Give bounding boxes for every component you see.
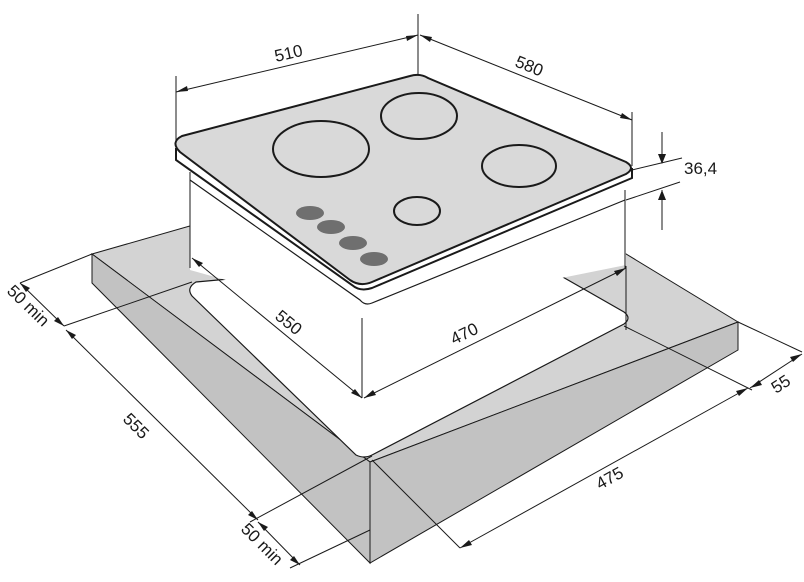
dim-364-arrow-top: [658, 154, 666, 164]
burner-rear-left: [272, 120, 370, 178]
dim-470-arrow-right: [614, 268, 626, 276]
dim-475-ext-right: [623, 325, 753, 391]
dim-364-ext-top: [631, 157, 683, 171]
label-worktop-depth: 555: [119, 409, 152, 442]
dimension-lines: [19, 14, 803, 569]
dim-555-ext-bottom: [249, 455, 373, 523]
dim-364-arrow-bottom: [658, 190, 666, 200]
worktop-front-face: [369, 321, 739, 564]
dim-550-arrow-bottom: [351, 389, 362, 398]
burner-front-left: [393, 196, 441, 226]
label-worktop-width: 475: [593, 463, 627, 493]
dim-55-arrow-1: [750, 380, 762, 388]
dim-510-arrow-right: [406, 35, 418, 41]
dim-50min-front-arrow-2: [290, 556, 300, 565]
dim-580-line: [419, 34, 633, 121]
dim-50min-front-ext: [289, 529, 371, 569]
burner-rear-right: [380, 92, 458, 140]
label-side-margin: 55: [768, 371, 794, 397]
burner-front-right: [481, 144, 557, 188]
dim-580-arrow-left: [420, 35, 432, 42]
dim-50min-back-ext-1: [19, 253, 93, 284]
dim-510-line: [175, 34, 419, 93]
label-hob-depth: 580: [513, 52, 546, 80]
dim-470-line: [363, 267, 627, 399]
dim-580-arrow-right: [620, 113, 632, 120]
knob-2: [317, 220, 345, 234]
dim-50min-back-arrow-2: [54, 317, 64, 326]
dim-55-ext: [737, 321, 803, 353]
hob-body-bottom: [189, 179, 626, 305]
dim-475-arrow-right: [736, 388, 748, 396]
dim-475-ext-left: [371, 459, 461, 549]
dim-475-line: [459, 387, 749, 549]
dim-550-line: [191, 257, 363, 399]
hob: [174, 73, 633, 398]
knob-3: [339, 236, 367, 250]
dim-475-arrow-left: [460, 540, 472, 548]
label-hob-height: 36,4: [684, 159, 717, 178]
dim-55-arrow-2: [790, 354, 802, 362]
label-hob-width: 510: [273, 41, 305, 66]
dim-510-arrow-left: [176, 86, 188, 92]
knob-4: [360, 252, 388, 266]
dim-470-arrow-left: [364, 390, 376, 398]
dim-555-line: [65, 329, 259, 521]
dim-555-arrow-bottom: [248, 511, 258, 520]
dim-50min-front-arrow-1: [258, 522, 268, 531]
dim-550-arrow-top: [192, 258, 203, 267]
dim-50min-back-arrow-1: [20, 283, 30, 292]
dim-555-arrow-top: [66, 330, 76, 339]
knob-1: [296, 206, 324, 220]
dim-50min-back-ext-2: [63, 281, 193, 327]
dim-364-ext-bottom: [625, 181, 681, 201]
